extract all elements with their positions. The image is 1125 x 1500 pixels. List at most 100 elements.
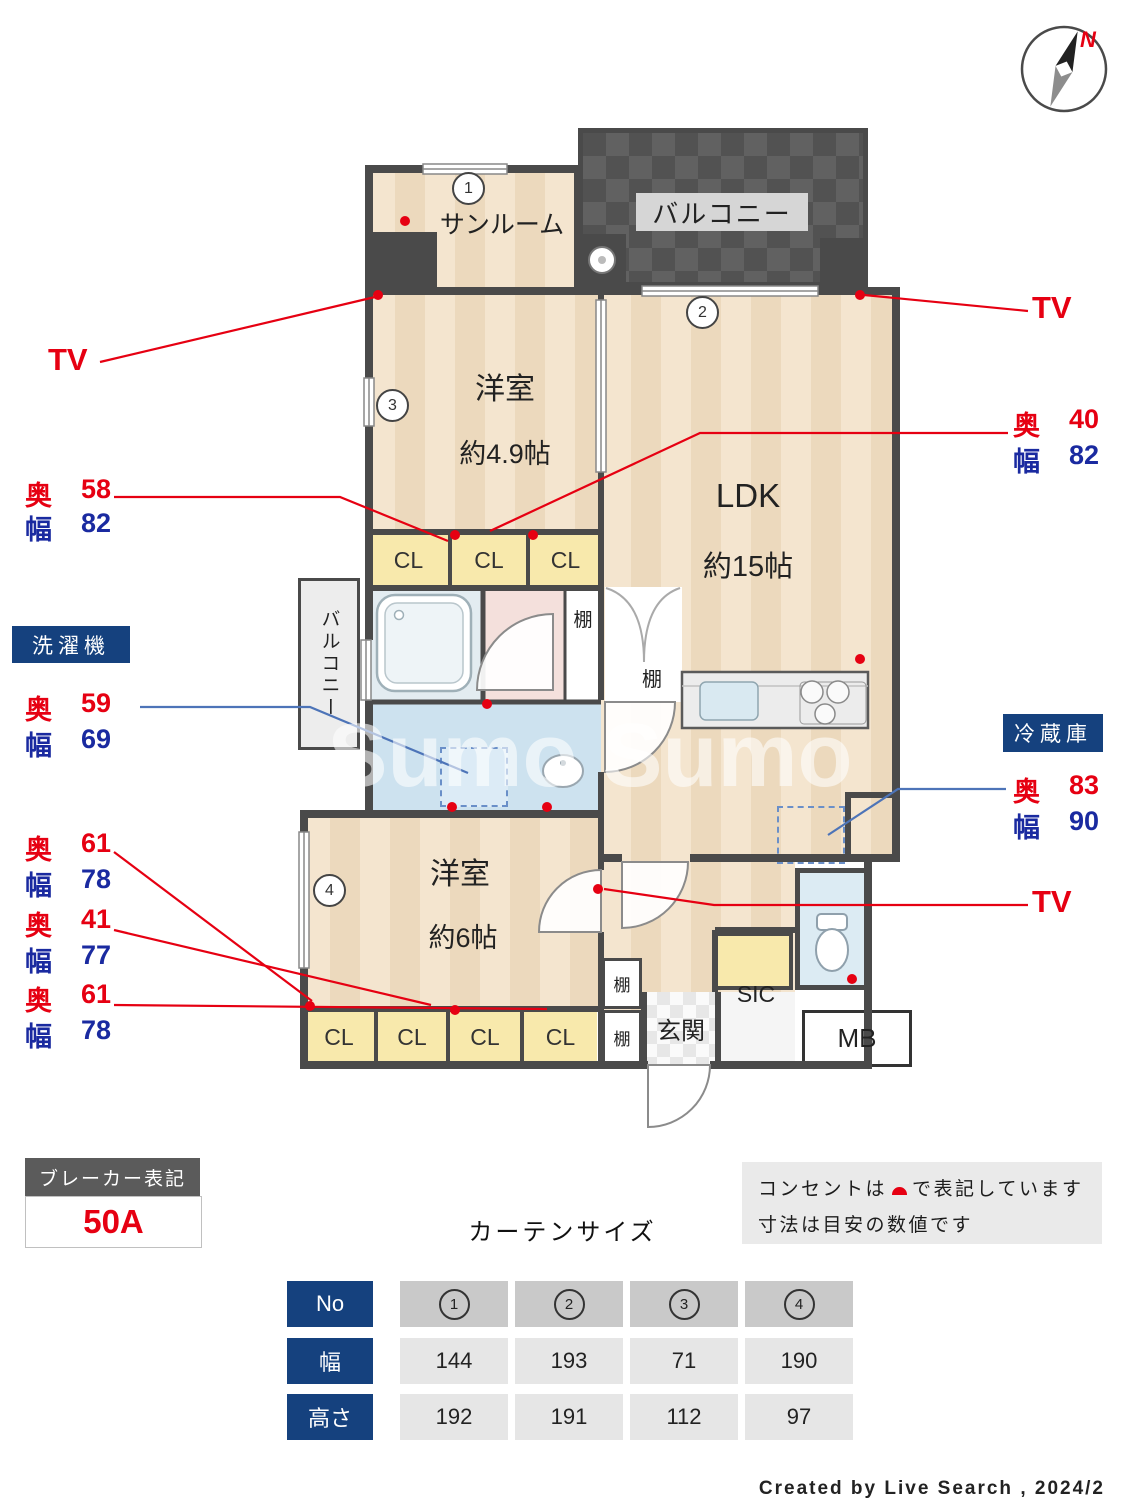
entrance-label: 玄関	[646, 1014, 716, 1045]
room-bedroom2	[300, 814, 601, 1009]
shelf-label: 棚	[604, 972, 640, 995]
wall-block	[365, 232, 437, 289]
shelf-label: 棚	[604, 1026, 640, 1049]
shelf-text: 棚	[642, 668, 662, 691]
dim-label: 奥	[1013, 777, 1040, 807]
compass: N	[1018, 23, 1110, 115]
shelf-label: 棚	[570, 606, 596, 631]
legend-note: コンセントはで表記しています 寸法は目安の数値です	[742, 1162, 1102, 1244]
dim-label: 幅	[25, 947, 52, 977]
circle-3-text: 3	[679, 1295, 689, 1313]
dim-depth: 奥 40	[1013, 404, 1099, 443]
curtain-height-3: 112	[630, 1394, 738, 1440]
dim-label: 幅	[25, 1022, 52, 1052]
dim-value: 78	[80, 1015, 111, 1045]
entrance-text: 玄関	[657, 1017, 705, 1045]
breaker-title: ブレーカー表記	[25, 1158, 200, 1196]
curtain-width-4: 190	[745, 1338, 853, 1384]
dim-value: 59	[80, 688, 111, 718]
dim-value: 77	[80, 940, 111, 970]
curtain-marker-3: 3	[376, 389, 409, 422]
curtain-height-1: 192	[400, 1394, 508, 1440]
circle-3-icon: 3	[668, 1288, 700, 1320]
dim-label: 奥	[25, 835, 52, 865]
closet-label: CL	[324, 1023, 354, 1050]
dim-value: 82	[80, 508, 111, 538]
legend-note-line2: 寸法は目安の数値です	[758, 1215, 974, 1236]
closet-label: CL	[545, 1023, 576, 1050]
dim-value: 83	[1068, 770, 1099, 800]
legend-note-line1: コンセントはで表記しています	[758, 1172, 1086, 1208]
closet-label: CL	[393, 546, 424, 573]
circle-2-text: 2	[564, 1295, 574, 1313]
dim-width: 幅 77	[25, 940, 111, 979]
mb-text: MB	[837, 1023, 877, 1053]
wall-block	[820, 238, 866, 289]
dim-value: 61	[80, 979, 111, 1009]
closet-label: CL	[550, 546, 581, 573]
ldk-text: LDK	[715, 477, 781, 514]
circle-1-text: 1	[449, 1295, 459, 1313]
sunroom-label: サンルーム	[432, 208, 572, 239]
curtain-row-header-height: 高さ	[287, 1394, 373, 1440]
bedroom2-label: 洋室	[408, 852, 512, 891]
fridge-badge: 冷蔵庫	[1003, 714, 1103, 752]
washer-badge: 洗濯機	[12, 626, 130, 663]
curtain-width-2: 193	[515, 1338, 623, 1384]
dim-depth: 奥 59	[25, 688, 111, 727]
balcony-left-label: バルコニー	[306, 586, 352, 742]
room-toilet	[795, 868, 870, 990]
curtain-col-3: 3	[630, 1281, 738, 1327]
dim-label: 奥	[1013, 411, 1040, 441]
compass-north-label: N	[1080, 27, 1097, 52]
dim-value: 61	[80, 828, 111, 858]
note-text: で表記しています	[912, 1179, 1084, 1200]
room-washroom	[483, 585, 565, 704]
dim-depth: 奥 41	[25, 904, 111, 943]
tv-label-right-mid: TV	[1032, 884, 1072, 919]
outlet-icon	[892, 1187, 908, 1195]
dim-value: 41	[80, 904, 111, 934]
breaker-value: 50A	[25, 1196, 202, 1248]
balcony-top-text: バルコニー	[652, 198, 792, 229]
dim-label: 奥	[25, 695, 52, 725]
dim-label: 幅	[1013, 447, 1040, 477]
dim-value: 40	[1068, 404, 1099, 434]
circle-4-text: 4	[794, 1295, 804, 1313]
ldk-size-text: 約15帖	[702, 551, 794, 583]
shelf-text: 棚	[613, 975, 631, 995]
sic-label: SIC	[726, 980, 786, 1008]
curtain-marker-1: 1	[452, 172, 485, 205]
dim-label: 幅	[25, 871, 52, 901]
curtain-col-4: 4	[745, 1281, 853, 1327]
dim-depth: 奥 61	[25, 979, 111, 1018]
dim-depth: 奥 83	[1013, 770, 1099, 809]
closet-cl: CL	[524, 1011, 597, 1063]
bedroom2-text: 洋室	[430, 858, 490, 891]
closet-cl: CL	[304, 1011, 374, 1063]
closet-label: CL	[474, 546, 504, 573]
closet-cl: CL	[378, 1011, 446, 1063]
curtain-width-3: 71	[630, 1338, 738, 1384]
circle-2-icon: 2	[553, 1288, 585, 1320]
curtain-col-2: 2	[515, 1281, 623, 1327]
sunroom-text: サンルーム	[439, 211, 565, 239]
curtain-marker-4-text: 4	[325, 881, 334, 899]
bedroom2-size-label: 約6帖	[413, 918, 513, 953]
closet-cl: CL	[452, 534, 526, 586]
closet-label: CL	[470, 1023, 500, 1050]
dim-value: 78	[80, 864, 111, 894]
dim-label: 奥	[25, 911, 52, 941]
shelf-text: 棚	[573, 609, 593, 631]
dim-label: 奥	[25, 986, 52, 1016]
ldk-label: LDK	[705, 476, 791, 516]
closet-cl: CL	[369, 534, 448, 586]
closet-label: CL	[397, 1023, 427, 1050]
room-bathroom	[365, 585, 483, 704]
dim-value: 82	[1068, 440, 1099, 470]
compass-icon: N	[1020, 25, 1108, 113]
dim-width: 幅 82	[1013, 440, 1099, 479]
curtain-marker-1-text: 1	[464, 179, 473, 197]
